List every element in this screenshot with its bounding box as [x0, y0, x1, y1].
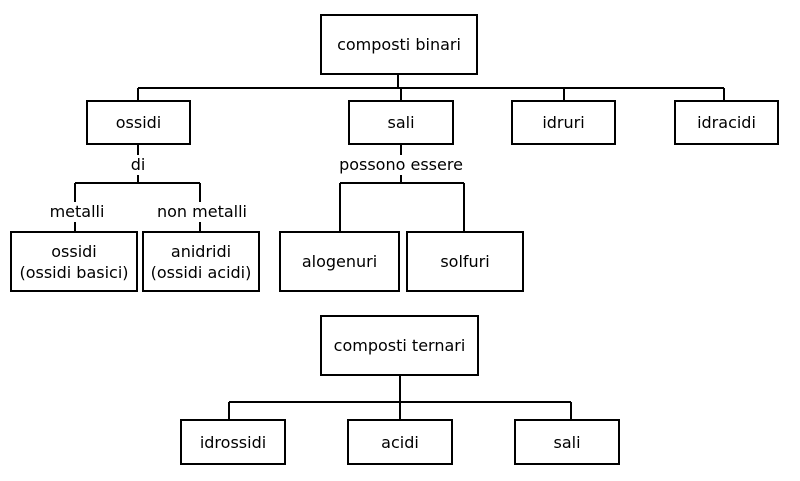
- link-label-possono-essere: possono essere: [328, 155, 474, 175]
- node-composti-binari: composti binari: [320, 14, 478, 75]
- node-acidi: acidi: [347, 419, 453, 465]
- node-sali-ternari: sali: [514, 419, 620, 465]
- node-alogenuri: alogenuri: [279, 231, 400, 292]
- branch-label-non-metalli: non metalli: [148, 202, 256, 222]
- node-anidridi: anidridi (ossidi acidi): [142, 231, 260, 292]
- node-ossidi: ossidi: [86, 100, 191, 145]
- node-idrossidi: idrossidi: [180, 419, 286, 465]
- branch-label-metalli: metalli: [35, 202, 119, 222]
- node-idruri: idruri: [511, 100, 616, 145]
- node-composti-ternari: composti ternari: [320, 315, 479, 376]
- node-ossidi-basici: ossidi (ossidi basici): [10, 231, 138, 292]
- link-label-di: di: [120, 155, 156, 175]
- node-idracidi: idracidi: [674, 100, 779, 145]
- node-solfuri: solfuri: [406, 231, 524, 292]
- node-sali: sali: [348, 100, 454, 145]
